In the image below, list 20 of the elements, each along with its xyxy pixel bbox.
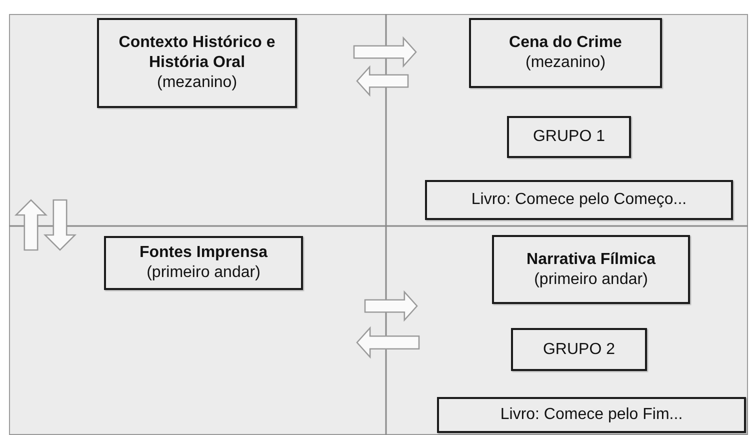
- box-text: Livro: Comece pelo Começo...: [471, 190, 687, 210]
- box-text: (mezanino): [525, 53, 606, 73]
- box-text: GRUPO 1: [532, 127, 605, 147]
- box-text: (primeiro andar): [534, 270, 648, 290]
- room-box: [97, 18, 297, 108]
- room-box: [437, 397, 746, 433]
- room-box: [425, 180, 733, 220]
- box-text: (mezanino): [156, 73, 238, 93]
- room-box: [492, 235, 690, 304]
- box-text: GRUPO 2: [542, 340, 615, 360]
- box-text: (primeiro andar): [146, 263, 260, 283]
- room-box: [507, 116, 631, 158]
- room-box: [511, 328, 647, 371]
- room-box: [104, 236, 303, 290]
- box-text: Livro: Comece pelo Fim...: [500, 405, 683, 425]
- box-heading: Cena do Crime: [509, 33, 622, 53]
- room-box: [469, 18, 662, 88]
- box-heading: Narrativa Fílmica: [526, 250, 656, 270]
- box-heading: Fontes Imprensa: [139, 243, 268, 263]
- box-heading: Contexto Histórico e História Oral: [118, 33, 276, 73]
